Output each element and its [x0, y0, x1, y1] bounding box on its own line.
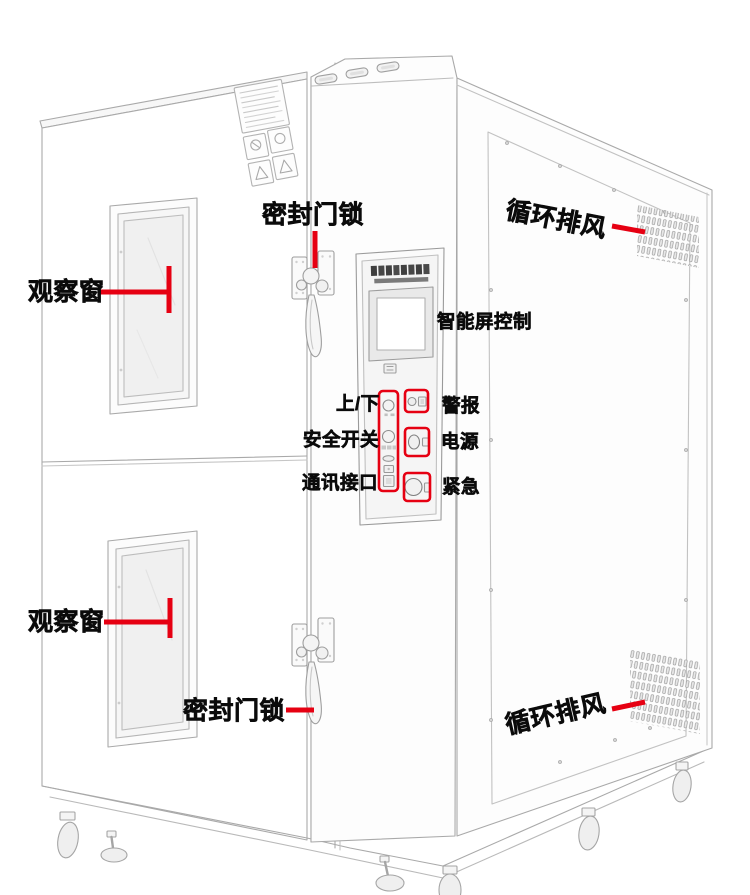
- label-up-down: 上/下: [336, 393, 380, 414]
- label-power: 电源: [441, 431, 480, 452]
- exhaust-grille-top: [637, 205, 699, 268]
- touch-screen: [376, 297, 426, 351]
- highlight-emergency: [402, 471, 432, 503]
- alarm-indicator: [407, 396, 427, 407]
- chamber-body: [39, 55, 713, 895]
- label-observation-window-bottom: 观察窗: [28, 608, 105, 636]
- label-comm-port: 通讯接口: [302, 472, 379, 493]
- top-vent-slots: [314, 61, 400, 85]
- door-divider: [41, 455, 308, 463]
- label-observation-window-top: 观察窗: [28, 278, 105, 306]
- panel-screws: [489, 141, 688, 764]
- usb-port: [383, 363, 397, 374]
- plinth-edge: [49, 761, 705, 879]
- exhaust-grille-bottom: [630, 648, 700, 734]
- side-panel: [456, 77, 713, 837]
- label-door-seal-lock-bottom: 密封门锁: [183, 697, 286, 725]
- panel-title-plate: [370, 263, 430, 284]
- label-safety-switch: 安全开关: [303, 429, 380, 450]
- label-smart-screen-control: 智能屏控制: [437, 311, 533, 332]
- label-emergency: 紧急: [442, 476, 481, 497]
- emergency-stop: [404, 477, 431, 497]
- annotation-graphics: [100, 223, 646, 713]
- left-controls: [381, 399, 396, 488]
- highlight-power: [403, 426, 431, 458]
- leader-exhaust-top: [611, 223, 646, 235]
- observation-window-bottom-graphic: [107, 530, 198, 748]
- label-door-seal-lock-top: 密封门锁: [262, 201, 365, 229]
- label-alarm: 警报: [442, 395, 481, 416]
- casters: [57, 761, 692, 895]
- side-recessed-panel: [487, 131, 691, 805]
- highlight-left-controls: [377, 389, 400, 493]
- observation-window-top-graphic: [109, 197, 198, 415]
- warning-labels: [233, 78, 299, 187]
- body-bottom-edge: [41, 747, 711, 867]
- highlight-alarm: [403, 388, 430, 414]
- leader-exhaust-bottom: [611, 699, 646, 712]
